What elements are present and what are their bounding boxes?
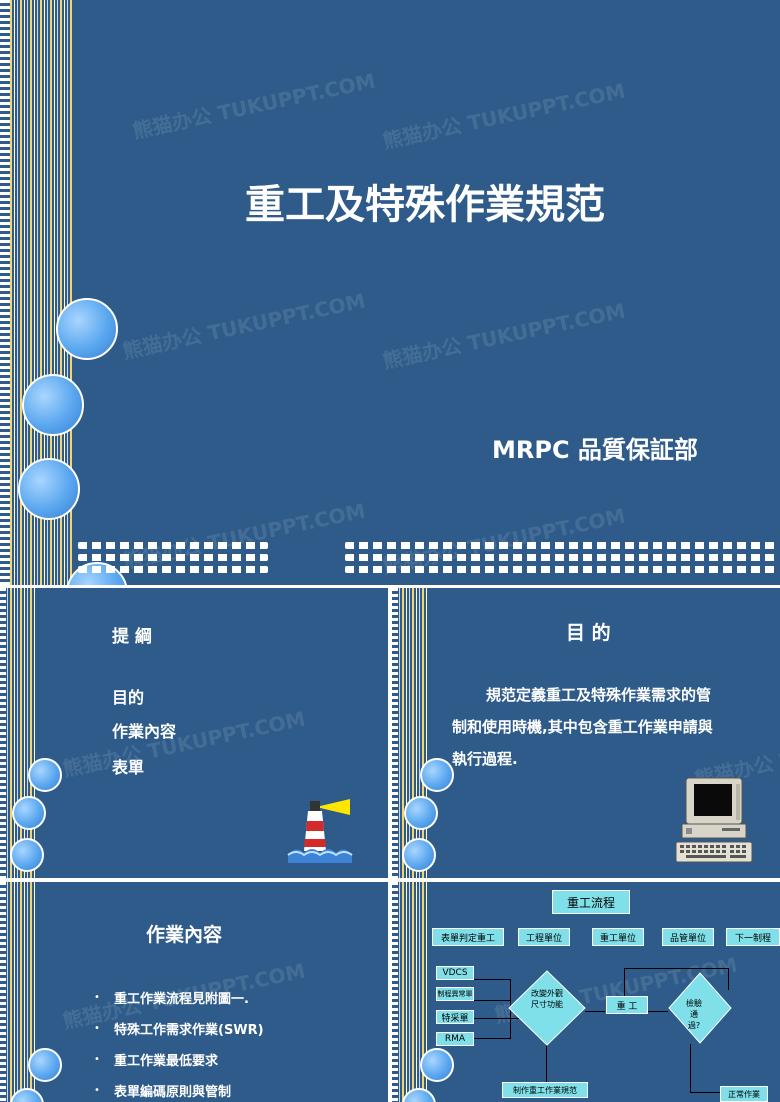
- flow-line: [472, 1018, 522, 1019]
- input-vdcs: VDCS: [436, 966, 474, 980]
- watermark: 熊猫办公 TUKUPPT.COM: [130, 68, 378, 144]
- column-header: 下一制程: [726, 928, 780, 946]
- watermark: 熊猫办公 TUKUPPT.COM: [380, 78, 628, 154]
- flow-title: 重工流程: [552, 890, 630, 914]
- slide-rework-flow[interactable]: 熊猫办公 TUKUPPT.COM 重工流程 表單判定重工 工程單位 重工單位 品…: [392, 882, 780, 1102]
- column-header: 品管單位: [662, 928, 714, 946]
- decorative-bubble: [18, 458, 80, 520]
- column-header: 重工單位: [592, 928, 644, 946]
- decorative-bubble: [404, 796, 438, 830]
- bullet-icon: •: [94, 1023, 100, 1034]
- decorative-bubble: [22, 374, 84, 436]
- slide-outline[interactable]: 熊猫办公 TUKUPPT.COM 提 綱 目的 作業內容 表單: [0, 588, 388, 878]
- decorative-dot-column: [0, 882, 6, 1102]
- flow-line: [646, 1011, 668, 1012]
- outline-item-purpose: 目的: [112, 688, 145, 707]
- slide-purpose[interactable]: 熊猫办公 TUKUPPT.COM 目 的 規范定義重工及特殊作業需求的管 制和使…: [392, 588, 780, 878]
- outline-item-content: 作業內容: [112, 722, 177, 741]
- flow-diamond-change: [508, 970, 586, 1046]
- diamond-inspect-label: 檢驗通過?: [686, 999, 702, 1030]
- column-header: 工程單位: [518, 928, 570, 946]
- decorative-bubble: [420, 1048, 454, 1082]
- decorative-dot-row: [78, 566, 268, 573]
- bullet-min-requirements: 重工作業最低要求: [114, 1054, 219, 1069]
- flow-line: [624, 968, 728, 969]
- decorative-dot-row: [345, 566, 775, 573]
- input-special-purchase: 特采單: [436, 1010, 474, 1024]
- decorative-bubble: [420, 758, 454, 792]
- decorative-bubble: [56, 298, 118, 360]
- purpose-heading: 目 的: [566, 622, 611, 644]
- flow-line: [546, 1043, 547, 1083]
- flow-line: [585, 1011, 605, 1012]
- work-content-heading: 作業內容: [146, 924, 223, 946]
- flow-line: [690, 1044, 691, 1092]
- flow-line: [624, 968, 625, 1004]
- bullet-icon: •: [94, 1085, 100, 1096]
- lighthouse-icon: [287, 799, 353, 863]
- flow-diamond-inspect: [668, 972, 732, 1044]
- decorative-bubble: [10, 838, 44, 872]
- decorative-dot-row: [78, 542, 268, 549]
- decorative-dot-column: [392, 882, 398, 1102]
- decorative-dot-row: [345, 542, 775, 549]
- decorative-bubble: [28, 758, 62, 792]
- purpose-text-line-1: 規范定義重工及特殊作業需求的管: [486, 686, 712, 704]
- bullet-rework-flow: 重工作業流程見附圖一.: [114, 992, 249, 1007]
- decorative-bubble: [28, 1048, 62, 1082]
- decorative-bubble: [402, 838, 436, 872]
- computer-icon: [675, 777, 753, 863]
- flow-line: [472, 1000, 510, 1001]
- column-header: 表單判定重工: [432, 928, 504, 946]
- department-name: MRPC 品質保証部: [492, 436, 698, 464]
- outline-heading: 提 綱: [112, 627, 152, 647]
- bullet-special-work: 特殊工作需求作業(SWR): [114, 1023, 264, 1038]
- bullet-form-coding: 表單編碼原則與管制: [114, 1085, 232, 1100]
- slide-title[interactable]: 熊猫办公 TUKUPPT.COM 熊猫办公 TUKUPPT.COM 熊猫办公 T…: [0, 0, 780, 585]
- bullet-icon: •: [94, 1054, 100, 1065]
- decorative-dot-column: [0, 0, 10, 585]
- flow-line: [728, 968, 729, 990]
- input-process-anomaly: 制程異常單: [436, 987, 474, 1001]
- watermark: 熊猫办公 TUKUPPT.COM: [120, 288, 368, 364]
- input-rma: RMA: [436, 1032, 474, 1046]
- outline-item-forms: 表單: [112, 758, 145, 777]
- diamond-change-label: 改變外觀尺寸功能: [531, 989, 563, 1009]
- flow-line: [472, 1038, 510, 1039]
- watermark: 熊猫办公 TUKUPPT.COM: [60, 706, 308, 782]
- watermark: 熊猫办公 TUKUPPT.COM: [120, 498, 368, 574]
- flow-line: [472, 979, 510, 980]
- rework-box: 重 工: [606, 996, 648, 1014]
- flow-line: [690, 1092, 720, 1093]
- procedure-box: 制作重工作業規范: [502, 1082, 588, 1098]
- slide-work-content[interactable]: 熊猫办公 TUKUPPT.COM 作業內容 • 重工作業流程見附圖一. • 特殊…: [0, 882, 388, 1102]
- decorative-bubble: [12, 796, 46, 830]
- decorative-dot-row: [78, 554, 268, 561]
- decorative-dot-column: [0, 588, 6, 878]
- decorative-dot-column: [392, 588, 398, 878]
- decorative-dot-row: [345, 554, 775, 561]
- purpose-text-line-2: 制和使用時機,其中包含重工作業申請與: [452, 718, 713, 736]
- bullet-icon: •: [94, 992, 100, 1003]
- purpose-text-line-3: 執行過程.: [452, 750, 518, 768]
- presentation-title: 重工及特殊作業規范: [245, 182, 605, 228]
- normal-operation-box: 正常作業: [720, 1086, 768, 1102]
- watermark: 熊猫办公 TUKUPPT.COM: [380, 298, 628, 374]
